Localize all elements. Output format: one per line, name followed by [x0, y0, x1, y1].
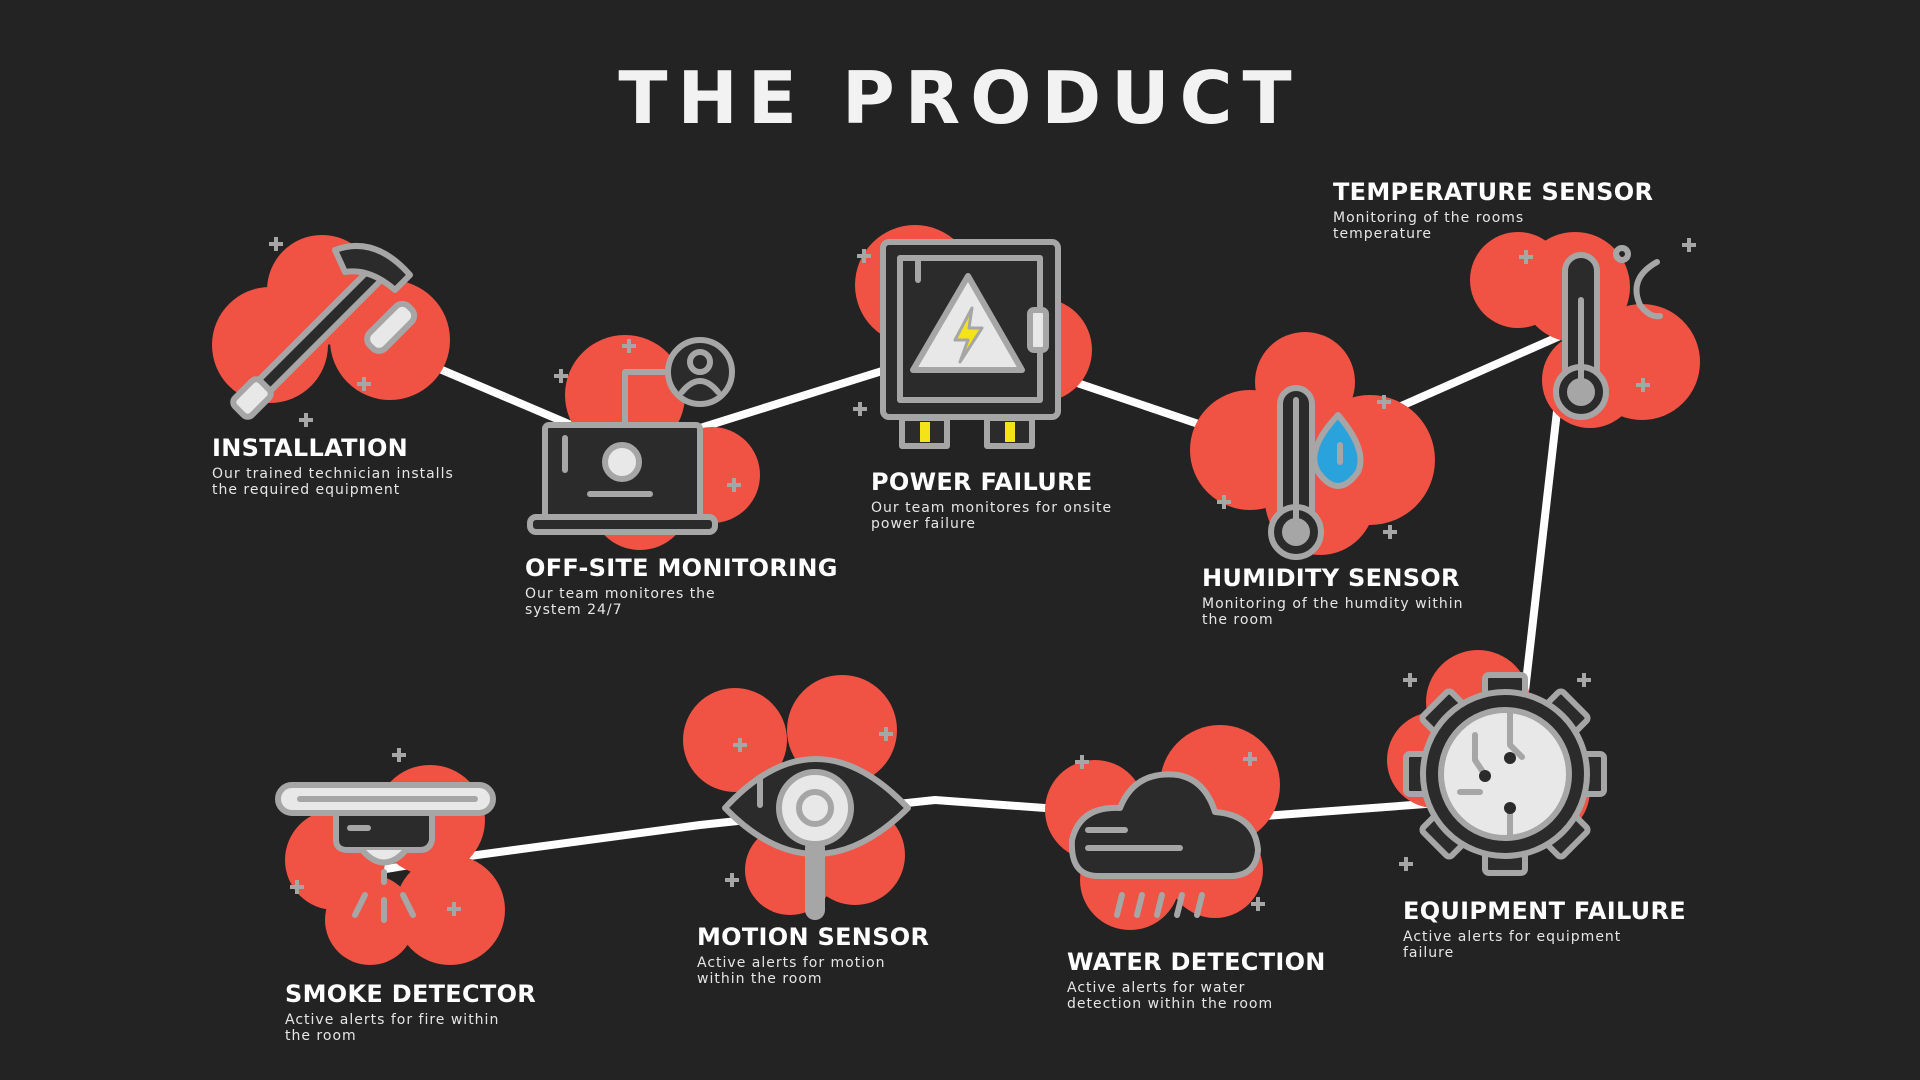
motion-sensor-sparkles — [725, 727, 893, 887]
step-title: SMOKE DETECTOR — [285, 980, 537, 1008]
page-title: THE PRODUCT — [618, 56, 1302, 140]
circuit-nodes — [1479, 752, 1516, 814]
step-title: EQUIPMENT FAILURE — [1403, 897, 1686, 925]
step-installation: INSTALLATION Our trained technician inst… — [212, 434, 512, 498]
power-failure-node — [853, 225, 1092, 449]
step-water-detection: WATER DETECTION Active alerts for water … — [1067, 948, 1367, 1012]
equipment-failure-node — [1387, 650, 1607, 876]
off-site-monitoring-node — [527, 335, 760, 550]
rain-cloud-icon — [1068, 771, 1261, 918]
thermometer-water-drop-icon — [1268, 385, 1364, 560]
temperature-sensor-sparkles — [1519, 238, 1696, 392]
step-description: Active alerts for motion within the room — [697, 955, 886, 987]
smoke-detector-sparkles — [290, 748, 461, 916]
step-description: Our team monitores the system 24/7 — [525, 586, 716, 618]
temperature-sensor-node — [1470, 232, 1700, 428]
step-title: INSTALLATION — [212, 434, 409, 462]
installation-sparkles — [269, 237, 371, 427]
installation-node — [212, 235, 450, 427]
fuse-lights — [920, 422, 1015, 442]
step-description: Monitoring of the rooms temperature — [1333, 210, 1525, 242]
equipment-failure-sparkles — [1399, 673, 1591, 871]
step-humidity-sensor: HUMIDITY SENSOR Monitoring of the humdit… — [1202, 564, 1502, 628]
water-detection-sparkles — [1075, 752, 1265, 911]
step-motion-sensor: MOTION SENSOR Active alerts for motion w… — [697, 923, 997, 987]
step-title: WATER DETECTION — [1067, 948, 1326, 976]
step-description: Active alerts for water detection within… — [1067, 980, 1274, 1012]
hammer-icon — [230, 242, 418, 420]
power-failure-sparkles — [853, 249, 871, 416]
thermometer-icon — [1553, 245, 1663, 420]
step-smoke-detector: SMOKE DETECTOR Active alerts for fire wi… — [285, 980, 585, 1044]
step-description: Active alerts for fire within the room — [285, 1012, 500, 1044]
off-site-monitoring-sparkles — [554, 339, 741, 492]
electrical-panel-icon — [880, 239, 1061, 449]
step-temperature-sensor: TEMPERATURE SENSOR Monitoring of the roo… — [1333, 178, 1654, 242]
step-equipment-failure: EQUIPMENT FAILURE Active alerts for equi… — [1403, 897, 1703, 961]
step-description: Our team monitores for onsite power fail… — [871, 500, 1113, 532]
step-description: Active alerts for equipment failure — [1403, 929, 1622, 961]
step-title: OFF-SITE MONITORING — [525, 554, 838, 582]
smoke-detector-icon — [275, 782, 496, 923]
humidity-sensor-sparkles — [1217, 395, 1397, 539]
gear-circuit-icon — [1403, 672, 1607, 876]
step-power-failure: POWER FAILURE Our team monitores for ons… — [871, 468, 1171, 532]
eye-magnifier-icon — [722, 756, 911, 920]
step-title: TEMPERATURE SENSOR — [1333, 178, 1654, 206]
smoke-detector-node — [275, 748, 505, 965]
step-title: MOTION SENSOR — [697, 923, 930, 951]
laptop-monitoring-icon — [527, 337, 735, 535]
step-description: Monitoring of the humdity within the roo… — [1202, 596, 1464, 628]
water-detection-node — [1045, 725, 1280, 930]
step-off-site-monitoring: OFF-SITE MONITORING Our team monitores t… — [525, 554, 838, 618]
humidity-sensor-node — [1190, 332, 1435, 560]
motion-sensor-node — [683, 675, 911, 920]
step-title: HUMIDITY SENSOR — [1202, 564, 1460, 592]
step-title: POWER FAILURE — [871, 468, 1093, 496]
step-description: Our trained technician installs the requ… — [212, 466, 454, 498]
